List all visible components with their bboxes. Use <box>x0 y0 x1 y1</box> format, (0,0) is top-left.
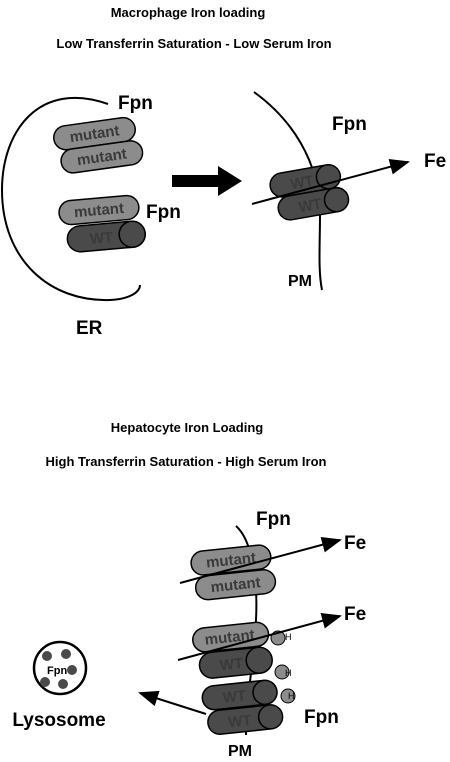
hepcidin-marker <box>280 688 296 704</box>
mutant-label: mutant <box>73 200 124 221</box>
pm-label: PM <box>228 743 252 760</box>
wt-subunit-end <box>245 646 273 674</box>
fpn-er-label-top: Fpn <box>118 93 153 114</box>
wt-label: WT <box>222 687 247 706</box>
macrophage-title: Macrophage Iron loading <box>111 5 266 20</box>
er-membrane <box>0 97 141 302</box>
macrophage-subtitle: Low Transferrin Saturation - Low Serum I… <box>56 36 331 51</box>
mutant-label: mutant <box>69 122 121 146</box>
wt-label: WT <box>227 712 252 731</box>
lysosome: Fpn <box>32 640 88 696</box>
lysosome-fpn-label: Fpn <box>47 665 67 677</box>
hepatocyte-panel: Hepatocyte Iron Loading High Transferrin… <box>12 420 366 760</box>
fpn-particle <box>67 665 77 675</box>
macrophage-panel: Macrophage Iron loading Low Transferrin … <box>0 5 446 339</box>
fpn-mutant-wt-dimer-pm: mutant WT <box>192 621 273 679</box>
fe-label: Fe <box>344 533 366 554</box>
wt-subunit-end <box>323 186 350 213</box>
fpn-top-label: Fpn <box>256 509 291 530</box>
mutant-subunit <box>192 621 270 653</box>
fpn-mutant-dimer-er: mutant mutant <box>53 116 144 174</box>
wt-label: WT <box>89 229 114 248</box>
mutant-subunit <box>194 569 277 601</box>
hepcidin-marker <box>274 664 290 680</box>
lysosome-label: Lysosome <box>12 710 105 731</box>
iron-export-arrow <box>177 612 342 661</box>
mutant-label: mutant <box>210 574 262 596</box>
wt-subunit-end <box>257 704 284 730</box>
fpn-wt-dimer-pm: WT WT <box>201 679 284 735</box>
fpn-mutant-wt-dimer-er: mutant WT <box>58 194 146 253</box>
fpn-mutant-dimer-pm: mutant mutant <box>190 544 277 601</box>
hepcidin-label: H <box>285 668 292 678</box>
hepcidin-label: H <box>288 691 295 701</box>
pm-label: PM <box>288 273 312 290</box>
fe-label: Fe <box>344 604 366 625</box>
mutant-subunit <box>190 544 272 576</box>
fpn-er-label-mid: Fpn <box>146 202 181 223</box>
mutant-subunit <box>60 140 144 174</box>
fpn-pm-label: Fpn <box>332 114 367 135</box>
er-label: ER <box>76 318 103 339</box>
trafficking-arrow <box>172 166 242 196</box>
iron-export-arrow <box>251 158 410 205</box>
wt-label: WT <box>219 655 244 674</box>
fpn-bottom-label: Fpn <box>304 707 339 728</box>
wt-subunit-end <box>252 679 278 706</box>
fe-label: Fe <box>424 151 446 172</box>
internalization-arrow <box>138 690 207 715</box>
wt-label: WT <box>297 195 323 216</box>
fpn-particle <box>61 649 71 659</box>
fpn-particle <box>58 679 68 689</box>
wt-subunit-end <box>118 220 146 248</box>
mutant-subunit <box>58 194 140 226</box>
hepcidin-label: H <box>285 632 292 642</box>
fpn-particle <box>42 651 52 661</box>
fpn-wt-dimer-pm: WT WT <box>269 164 350 221</box>
mutant-label: mutant <box>76 145 128 169</box>
fpn-particle <box>40 677 50 687</box>
hepatocyte-subtitle: High Transferrin Saturation - High Serum… <box>46 454 327 469</box>
hepatocyte-title: Hepatocyte Iron Loading <box>111 420 263 435</box>
iron-export-arrow <box>179 536 342 584</box>
